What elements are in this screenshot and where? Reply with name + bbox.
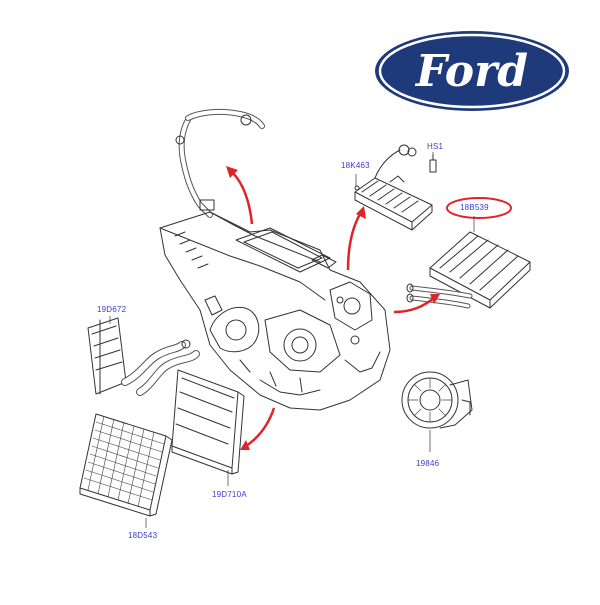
panel-19D672 bbox=[87, 317, 127, 395]
heater-core-18B539 bbox=[406, 231, 531, 309]
part-label-18B539: 18B539 bbox=[460, 203, 489, 212]
leader-lines bbox=[109, 152, 475, 528]
part-label-19D672: 19D672 bbox=[97, 305, 127, 314]
part-label-18D543: 18D543 bbox=[128, 531, 158, 540]
part-label-HS1: HS1 bbox=[427, 142, 444, 151]
heater-hose-assembly bbox=[175, 108, 265, 218]
evaporator-19D710A bbox=[171, 369, 245, 475]
assembly-arrows bbox=[231, 171, 435, 448]
part-label-19D710A: 19D710A bbox=[212, 490, 247, 499]
arrow-to-19D710A bbox=[245, 407, 276, 448]
highlight-ring bbox=[446, 197, 512, 219]
part-label-19846: 19846 bbox=[416, 459, 440, 468]
arrow-to-18K463 bbox=[346, 213, 362, 271]
hvac-housing bbox=[159, 211, 391, 411]
ford-wordmark: Ford bbox=[414, 46, 528, 97]
arrow-to-hose bbox=[231, 171, 254, 225]
duct-hose bbox=[121, 339, 200, 396]
part-label-18K463: 18K463 bbox=[341, 161, 370, 170]
condenser-18D543 bbox=[79, 413, 173, 517]
heater-core-18K463 bbox=[354, 144, 433, 231]
ford-logo: Ford bbox=[372, 28, 572, 114]
blower-motor-19846 bbox=[401, 371, 473, 429]
arrow-to-18B539 bbox=[393, 297, 435, 314]
